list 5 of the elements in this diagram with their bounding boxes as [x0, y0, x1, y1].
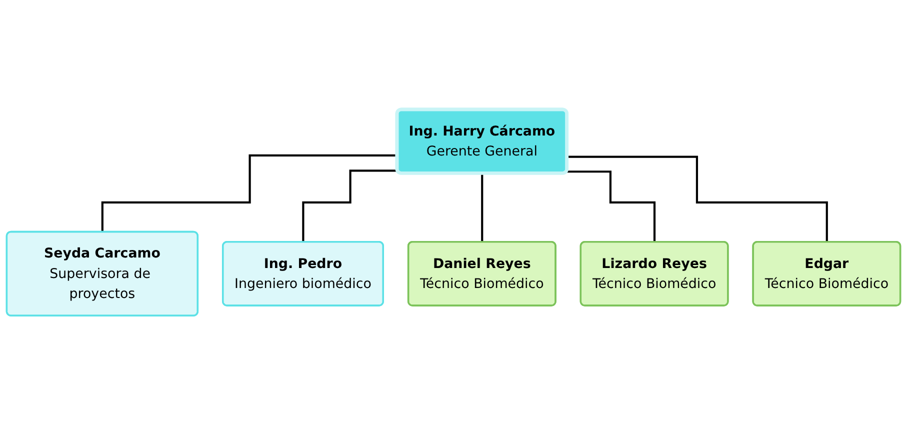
connector — [567, 156, 828, 244]
connector — [101, 154, 398, 234]
connector — [302, 170, 398, 244]
connector — [481, 172, 484, 244]
connector — [566, 170, 656, 244]
